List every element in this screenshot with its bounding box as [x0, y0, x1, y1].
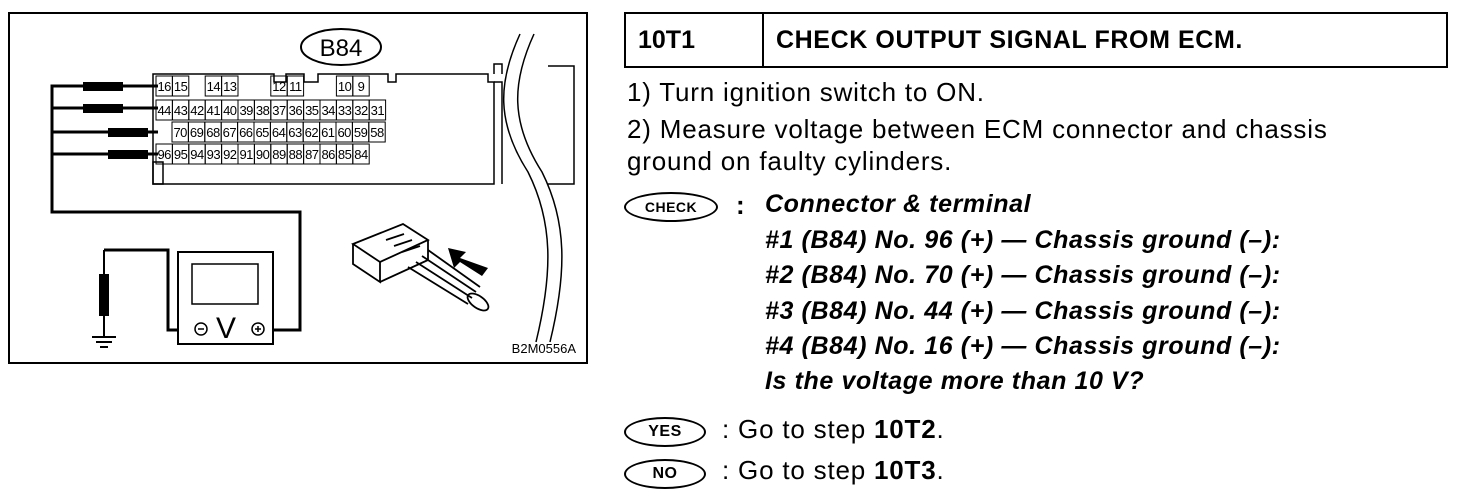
instruction-2: 2) Measure voltage between ECM connector…: [627, 114, 1328, 144]
voltmeter: V: [177, 251, 274, 345]
pin-number: 95: [174, 147, 188, 162]
connector-left-tabs: [152, 161, 164, 185]
pin-number: 12: [272, 79, 286, 94]
pin-number: 84: [354, 147, 368, 162]
pin-number: 85: [338, 147, 352, 162]
pin-number: 14: [207, 79, 221, 94]
pin-cell: [221, 75, 239, 97]
voltmeter-symbol: V: [216, 312, 236, 345]
pin-number: 90: [256, 147, 270, 162]
figure-code: B2M0556A: [512, 341, 577, 356]
pin-number: 89: [272, 147, 286, 162]
pin-number: 60: [337, 125, 351, 140]
pin-number: 65: [255, 125, 269, 140]
pin-number: 36: [289, 103, 303, 118]
pin-number: 39: [239, 103, 253, 118]
pin-number: 69: [190, 125, 204, 140]
ecm-connector: [152, 63, 575, 185]
pin-number: 38: [256, 103, 270, 118]
instruction-1: 1) Turn ignition switch to ON.: [627, 77, 985, 107]
pin-number: 41: [207, 103, 221, 118]
pin-number: 63: [288, 125, 302, 140]
pin-number: 86: [321, 147, 335, 162]
pin-number: 31: [371, 103, 385, 118]
pin-number: 61: [321, 125, 335, 140]
pin-number: 70: [173, 125, 187, 140]
pin-number: 96: [157, 147, 171, 162]
step-header: 10T1 CHECK OUTPUT SIGNAL FROM ECM.: [624, 12, 1448, 68]
check-title: Connector & terminal: [765, 190, 1032, 218]
no-result: : Go to step 10T3.: [722, 455, 945, 486]
connector-label-ellipse: [300, 28, 382, 66]
pin-number: 58: [370, 125, 384, 140]
check-colon: :: [736, 190, 745, 220]
ground-lead: [92, 248, 178, 348]
pin-number: 43: [174, 103, 188, 118]
pin-number: 92: [223, 147, 237, 162]
pin-cell: [352, 75, 370, 97]
pin-number: 62: [305, 125, 319, 140]
pin-number: 66: [239, 125, 253, 140]
step-code: 10T1: [626, 14, 764, 66]
pin-number: 91: [239, 147, 253, 162]
diagram-frame: [8, 12, 588, 364]
no-target[interactable]: 10T3: [874, 455, 937, 485]
pin-number: 15: [174, 79, 188, 94]
pin-number: 68: [206, 125, 220, 140]
yes-result: : Go to step 10T2.: [722, 414, 945, 445]
pin-cell: [352, 143, 370, 165]
pin-number: 10: [338, 79, 352, 94]
pin-cell: [286, 75, 305, 97]
probe-tips: [83, 82, 158, 159]
pin-number: 88: [289, 147, 303, 162]
yes-suffix: .: [936, 414, 945, 444]
pin-number: 42: [190, 103, 204, 118]
pin-number: 44: [157, 103, 171, 118]
pin-number: 16: [157, 79, 171, 94]
check-line-2: #2 (B84) No. 70 (+) — Chassis ground (–)…: [765, 261, 1281, 289]
pin-number: 35: [305, 103, 319, 118]
connector-label: B84: [320, 35, 363, 62]
pin-number: 67: [223, 125, 237, 140]
yes-prefix: : Go to step: [722, 414, 875, 444]
rear-connector-view: [351, 222, 490, 312]
pin-number: 32: [354, 103, 368, 118]
pin-number: 11: [289, 79, 302, 94]
insert-arrow: [448, 248, 488, 276]
pin-number: 37: [272, 103, 286, 118]
check-question: Is the voltage more than 10 V?: [765, 367, 1145, 395]
pin-number: 34: [321, 103, 335, 118]
pin-number: 64: [272, 125, 286, 140]
pin-number: 94: [190, 147, 204, 162]
check-line-4: #4 (B84) No. 16 (+) — Chassis ground (–)…: [765, 332, 1281, 360]
instruction-2-continued: ground on faulty cylinders.: [627, 146, 953, 176]
check-line-3: #3 (B84) No. 44 (+) — Chassis ground (–)…: [765, 297, 1281, 325]
check-badge: CHECK: [624, 192, 718, 222]
check-line-1: #1 (B84) No. 96 (+) — Chassis ground (–)…: [765, 226, 1281, 254]
no-badge: NO: [624, 459, 706, 489]
pin-number: 87: [305, 147, 319, 162]
pin-number: 59: [354, 125, 368, 140]
pin-number: 40: [223, 103, 237, 118]
pin-number: 9: [358, 79, 365, 94]
pin-cell: [368, 121, 386, 143]
yes-target[interactable]: 10T2: [874, 414, 937, 444]
break-lines: [502, 33, 563, 343]
no-suffix: .: [936, 455, 945, 485]
step-title: CHECK OUTPUT SIGNAL FROM ECM.: [776, 25, 1243, 54]
pin-number: 33: [338, 103, 352, 118]
pin-cell: [171, 75, 190, 97]
pin-number: 93: [207, 147, 221, 162]
probe-wires: [50, 84, 302, 332]
pin-cell: [368, 99, 387, 121]
pin-number: 13: [223, 79, 237, 94]
yes-badge: YES: [624, 417, 706, 447]
no-prefix: : Go to step: [722, 455, 875, 485]
